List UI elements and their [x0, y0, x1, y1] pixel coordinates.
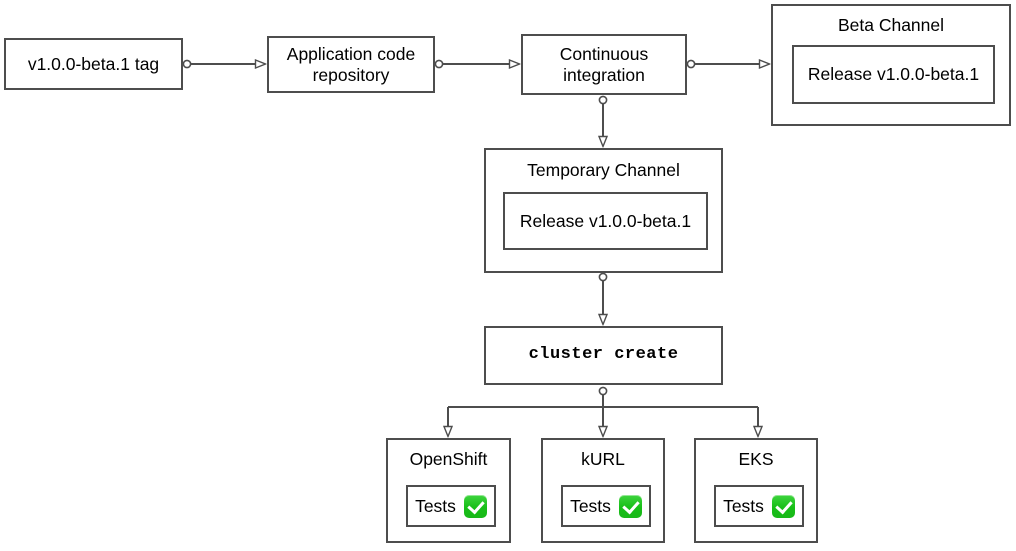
node-temporary-channel-title: Temporary Channel: [527, 160, 680, 180]
node-openshift-tests[interactable]: Tests: [406, 485, 496, 527]
node-temporary-channel-release-label: Release v1.0.0-beta.1: [519, 210, 692, 231]
node-application-code-repository-label: Application code repository: [286, 43, 416, 85]
node-beta-channel-title: Beta Channel: [837, 15, 945, 35]
node-eks-title: EKS: [738, 449, 774, 469]
node-temporary-channel-release[interactable]: Release v1.0.0-beta.1: [503, 192, 708, 250]
node-continuous-integration[interactable]: Continuous integration: [521, 34, 687, 95]
node-openshift[interactable]: OpenShift Tests: [386, 438, 511, 543]
node-eks-tests-label: Tests: [723, 495, 764, 516]
node-continuous-integration-label: Continuous integration: [559, 43, 649, 85]
node-kurl-tests-label: Tests: [570, 495, 611, 516]
edge-cluster-create-branch: [447, 394, 758, 434]
check-mark-button-icon: [618, 494, 642, 518]
node-kurl-title: kURL: [581, 449, 625, 469]
node-beta-channel-release[interactable]: Release v1.0.0-beta.1: [792, 45, 995, 104]
node-openshift-title: OpenShift: [409, 449, 488, 469]
node-version-tag-label: v1.0.0-beta.1 tag: [27, 53, 160, 74]
node-openshift-tests-label: Tests: [415, 495, 456, 516]
edge-source-dot: [598, 386, 608, 396]
node-beta-channel[interactable]: Beta Channel Release v1.0.0-beta.1: [771, 4, 1011, 126]
edge-source-dot: [434, 59, 444, 69]
node-eks[interactable]: EKS Tests: [694, 438, 818, 543]
node-kurl-tests[interactable]: Tests: [561, 485, 651, 527]
edge-source-dot: [598, 272, 608, 282]
check-mark-button-icon: [463, 494, 487, 518]
node-eks-tests[interactable]: Tests: [714, 485, 804, 527]
node-version-tag[interactable]: v1.0.0-beta.1 tag: [4, 38, 183, 90]
edge-source-dot: [182, 59, 192, 69]
node-temporary-channel[interactable]: Temporary Channel Release v1.0.0-beta.1: [484, 148, 723, 273]
edge-source-dot: [598, 95, 608, 105]
node-cluster-create-command[interactable]: cluster create: [484, 326, 723, 385]
node-cluster-create-command-label: cluster create: [528, 345, 679, 365]
check-mark-button-icon: [771, 494, 795, 518]
node-application-code-repository[interactable]: Application code repository: [267, 36, 435, 93]
edge-source-dot: [686, 59, 696, 69]
node-kurl[interactable]: kURL Tests: [541, 438, 665, 543]
node-beta-channel-release-label: Release v1.0.0-beta.1: [807, 64, 980, 85]
